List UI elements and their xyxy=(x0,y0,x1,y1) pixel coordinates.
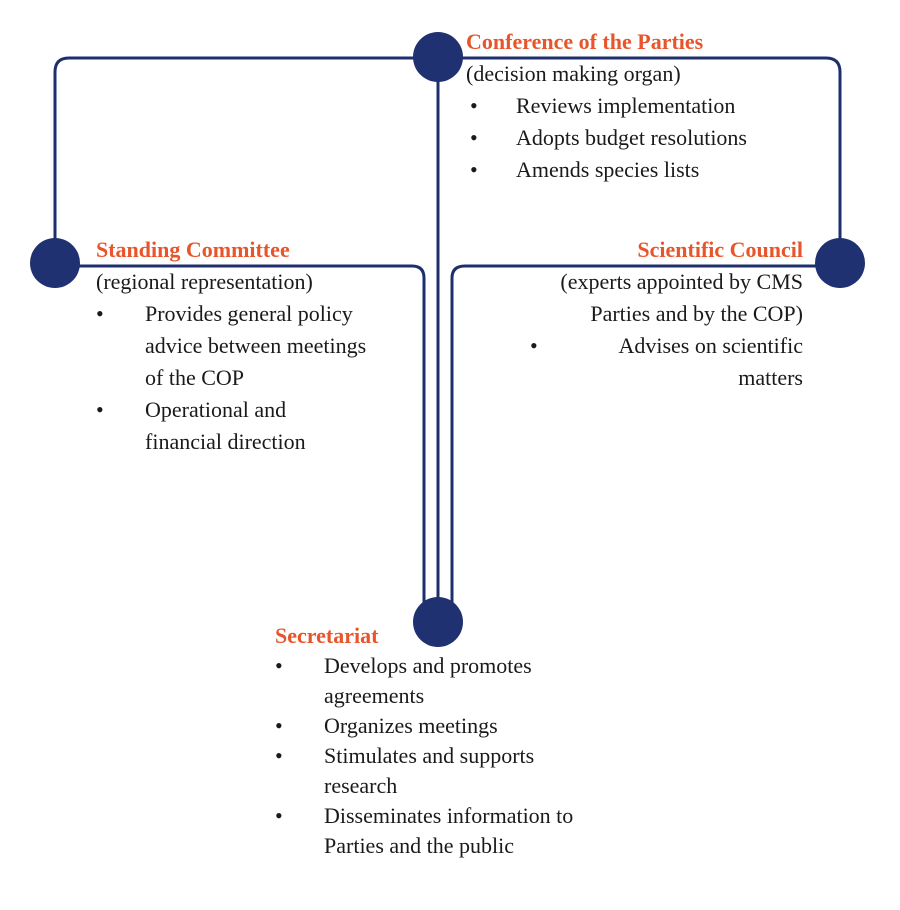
bullet: • xyxy=(470,157,478,182)
bullet: • xyxy=(530,333,538,358)
bullet: • xyxy=(96,301,104,326)
bullet: • xyxy=(275,743,283,768)
list-item: •Adopts budget resolutions xyxy=(466,122,886,154)
scientific-council-functions-list: •Advises on scientific matters xyxy=(500,330,803,394)
list-item: •Stimulates and supports research xyxy=(275,743,535,798)
cop-functions-list: •Reviews implementation •Adopts budget r… xyxy=(466,90,886,186)
scientific-council-block: Scientific Council (experts appointed by… xyxy=(500,234,803,394)
bullet: • xyxy=(275,713,283,738)
scientific-council-node xyxy=(815,238,865,288)
list-item: •Reviews implementation xyxy=(466,90,886,122)
bullet: • xyxy=(275,653,283,678)
cop-node xyxy=(413,32,463,82)
bullet: • xyxy=(470,93,478,118)
cop-title: Conference of the Parties xyxy=(466,29,704,54)
list-item: •Develops and promotes agreements xyxy=(275,653,532,708)
list-item: •Advises on scientific matters xyxy=(500,330,803,394)
list-item: •Provides general policy advice between … xyxy=(96,298,416,394)
standing-committee-block: Standing Committee (regional representat… xyxy=(96,234,416,458)
scientific-to-secretariat-connector xyxy=(450,264,840,620)
standing-committee-functions-list: •Provides general policy advice between … xyxy=(96,298,416,458)
standing-committee-node xyxy=(30,238,80,288)
list-item: •Operational and financial direction xyxy=(96,394,416,458)
standing-committee-title: Standing Committee xyxy=(96,237,290,262)
secretariat-title: Secretariat xyxy=(275,623,379,648)
secretariat-node xyxy=(413,597,463,647)
secretariat-functions-list: •Develops and promotes agreements •Organ… xyxy=(275,651,615,861)
list-item: •Organizes meetings xyxy=(275,711,615,741)
secretariat-block: Secretariat •Develops and promotes agree… xyxy=(275,621,615,861)
scientific-council-subtitle: (experts appointed by CMS Parties and by… xyxy=(560,269,803,326)
bullet: • xyxy=(275,803,283,828)
bullet: • xyxy=(96,397,104,422)
standing-to-secretariat-connector xyxy=(55,264,426,620)
cop-subtitle: (decision making organ) xyxy=(466,61,681,86)
cop-block: Conference of the Parties (decision maki… xyxy=(466,26,886,186)
scientific-council-title: Scientific Council xyxy=(637,237,803,262)
list-item: •Disseminates information to Parties and… xyxy=(275,803,574,858)
list-item: •Amends species lists xyxy=(466,154,886,186)
standing-committee-subtitle: (regional representation) xyxy=(96,269,313,294)
bullet: • xyxy=(470,125,478,150)
